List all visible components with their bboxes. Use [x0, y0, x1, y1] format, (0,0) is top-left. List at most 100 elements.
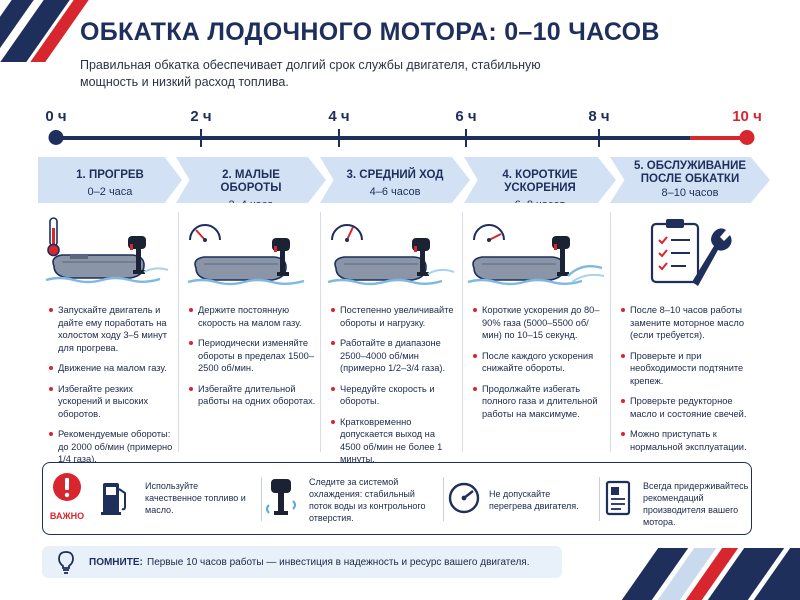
- stage-title: 3. СРЕДНИЙ ХОД: [346, 169, 444, 181]
- stage-time: 2–4 часа: [228, 199, 274, 211]
- stage-column-3: Постепенно увеличивайте обороты и нагруз…: [322, 210, 462, 464]
- list-item: Держите постоянную скорость на малом газ…: [189, 304, 316, 329]
- stage-header-3: 3. СРЕДНИЙ ХОД 4–6 часов: [320, 157, 470, 203]
- stage-column-4: Короткие ускорения до 80–90% газа (5000–…: [464, 210, 610, 455]
- panel-divider: [261, 477, 262, 521]
- timeline-label: 10 ч: [732, 108, 762, 125]
- stage-time: 0–2 часа: [87, 186, 133, 198]
- panel-divider: [599, 477, 600, 521]
- stage-header-2: 2. МАЛЫЕ ОБОРОТЫ 2–4 часа: [176, 157, 326, 203]
- important-label: ВАЖНО: [49, 511, 85, 521]
- remember-label: ПОМНИТЕ:: [89, 557, 143, 568]
- manual-icon: [605, 480, 631, 516]
- list-item: Проверьте редукторное масло и состояние …: [621, 395, 758, 420]
- column-divider: [178, 212, 179, 452]
- stage-bullets: После 8–10 часов работы замените моторно…: [621, 304, 758, 461]
- water-wave: [327, 278, 443, 286]
- stage-illustration: [187, 224, 305, 286]
- stage-illustration: [327, 224, 455, 286]
- important-item-overheat: Не допускайте перегрева двигателя.: [447, 463, 595, 534]
- list-item: Короткие ускорения до 80–90% газа (5000–…: [473, 304, 606, 342]
- stage-bullets: Постепенно увеличивайте обороты и нагруз…: [331, 304, 458, 474]
- remember-text: Первые 10 часов работы — инвестиция в на…: [147, 557, 530, 568]
- warning-icon: [53, 473, 81, 501]
- timeline-label: 6 ч: [455, 108, 477, 125]
- boat-icon: [52, 254, 145, 279]
- list-item: Периодически изменяйте обороты в предела…: [189, 337, 316, 375]
- boat-icon: [194, 256, 287, 281]
- stage-title: 5. ОБСЛУЖИВАНИЕ ПОСЛЕ ОБКАТКИ: [633, 160, 747, 185]
- list-item: После каждого ускорения снижайте обороты…: [473, 350, 606, 375]
- page-title: ОБКАТКА ЛОДОЧНОГО МОТОРА: 0–10 ЧАСОВ: [80, 18, 660, 46]
- important-badge: ВАЖНО: [47, 471, 87, 527]
- stage-bullets: Держите постоянную скорость на малом газ…: [189, 304, 316, 416]
- list-item: Проверьте и при необходимости подтяните …: [621, 350, 758, 388]
- gauge-icon: [473, 224, 505, 242]
- lightbulb-icon: [58, 551, 74, 574]
- timeline-start-dot: [48, 130, 64, 145]
- stage-bullets: Короткие ускорения до 80–90% газа (5000–…: [473, 304, 606, 428]
- important-item-fuel: Используйте качественное топливо и масло…: [99, 463, 261, 534]
- timeline-line-end: [690, 136, 747, 140]
- remember-bar: ПОМНИТЕ: Первые 10 часов работы — инвест…: [42, 546, 562, 578]
- important-text: Всегда придерживайтесь рекомендаций прои…: [643, 481, 749, 527]
- list-item: Чередуйте скорость и обороты.: [331, 383, 458, 408]
- gauge-icon: [331, 224, 363, 242]
- list-item: Избегайте резких ускорений и высоких обо…: [49, 383, 174, 421]
- stage-title: 4. КОРОТКИЕ УСКОРЕНИЯ: [502, 169, 578, 194]
- list-item: Кратковременно допускается выход на 4500…: [331, 416, 458, 466]
- important-text: Используйте качественное топливо и масло…: [145, 481, 246, 515]
- water-wave: [45, 276, 161, 284]
- stage-column-5: После 8–10 часов работы замените моторно…: [612, 210, 762, 455]
- important-text: Следите за системой охлаждения: стабильн…: [309, 477, 426, 523]
- list-item: Избегайте длительной работы на одних обо…: [189, 383, 316, 408]
- timeline-end-dot: [739, 130, 755, 145]
- timeline-label: 8 ч: [588, 108, 610, 125]
- timeline-tick: [465, 129, 467, 147]
- list-item: Рекомендуемые обороты: до 2000 об/мин (п…: [49, 428, 174, 466]
- stage-header-4: 4. КОРОТКИЕ УСКОРЕНИЯ 6–8 часов: [464, 157, 616, 203]
- timeline-tick: [338, 129, 340, 147]
- stage-header-5: 5. ОБСЛУЖИВАНИЕ ПОСЛЕ ОБКАТКИ 8–10 часов: [610, 157, 770, 203]
- boat-icon: [334, 256, 427, 281]
- timeline-line: [56, 136, 696, 140]
- gauge-icon: [448, 482, 480, 514]
- important-item-cooling: Следите за системой охлаждения: стабильн…: [265, 463, 437, 534]
- stage-bullets: Запускайте двигатель и дайте ему поработ…: [49, 304, 174, 474]
- outboard-motor-icon: [412, 238, 430, 276]
- fuel-pump-icon: [101, 483, 126, 515]
- timeline-label: 2 ч: [190, 108, 212, 125]
- list-item: Работайте в диапазоне 2500–4000 об/мин (…: [331, 337, 458, 375]
- stage-time: 6–8 часов: [514, 199, 566, 211]
- timeline-label: 4 ч: [328, 108, 350, 125]
- important-item-manual: Всегда придерживайтесь рекомендаций прои…: [603, 463, 751, 534]
- stage-time: 8–10 часов: [661, 187, 719, 199]
- list-item: Продолжайте избегать полного газа и длит…: [473, 383, 606, 421]
- list-item: После 8–10 часов работы замените моторно…: [621, 304, 758, 342]
- list-item: Запускайте двигатель и дайте ему поработ…: [49, 304, 174, 354]
- column-divider: [610, 212, 611, 452]
- outboard-motor-icon: [128, 236, 146, 274]
- water-wave: [467, 278, 583, 286]
- page-subtitle: Правильная обкатка обеспечивает долгий с…: [80, 58, 541, 89]
- panel-divider: [443, 477, 444, 521]
- water-wave: [187, 278, 305, 286]
- column-divider: [462, 212, 463, 452]
- stage-title: 2. МАЛЫЕ ОБОРОТЫ: [220, 169, 282, 194]
- list-item: Можно приступать к нормальной эксплуатац…: [621, 428, 758, 453]
- stage-title: 1. ПРОГРЕВ: [76, 169, 144, 181]
- checklist-wrench-icon: [650, 219, 732, 286]
- important-panel: ВАЖНО Используйте качественное топливо и…: [42, 462, 752, 535]
- stage-header-1: 1. ПРОГРЕВ 0–2 часа: [38, 157, 182, 203]
- column-divider: [320, 212, 321, 452]
- timeline-tick: [200, 129, 202, 147]
- list-item: Движение на малом газу.: [49, 362, 174, 375]
- gauge-icon: [189, 224, 221, 242]
- stage-illustration: [45, 217, 169, 284]
- boat-icon: [472, 256, 565, 281]
- timeline-label: 0 ч: [45, 108, 67, 125]
- stage-column-2: Держите постоянную скорость на малом газ…: [180, 210, 320, 455]
- outboard-motor-icon: [552, 236, 570, 276]
- thermometer-icon: [47, 217, 60, 257]
- important-text: Не допускайте перегрева двигателя.: [489, 489, 579, 511]
